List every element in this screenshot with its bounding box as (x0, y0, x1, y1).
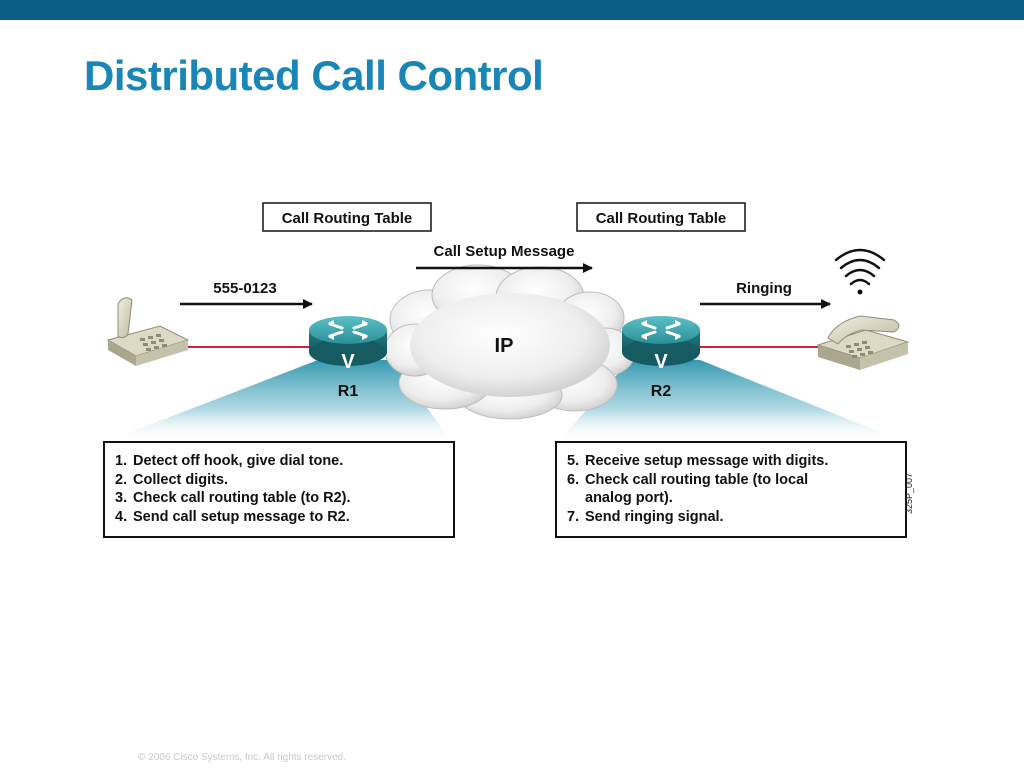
phone-left-icon (106, 297, 190, 366)
top-banner (0, 0, 1024, 20)
copyright-footer: © 2006 Cisco Systems, Inc. All rights re… (138, 752, 347, 763)
step-item: 3.Check call routing table (to R2). (115, 490, 351, 506)
routing-table-left-box (262, 202, 432, 232)
router-right-icon (622, 316, 700, 366)
setup-message-label: Call Setup Message (434, 243, 575, 260)
step-item: 1.Detect off hook, give dial tone. (115, 453, 344, 469)
r1-steps-box: 1.Detect off hook, give dial tone. 2.Col… (103, 441, 455, 538)
slide-title: Distributed Call Control (84, 52, 544, 99)
r2-steps-box: 5.Receive setup message with digits. 6.C… (555, 441, 907, 538)
router-right-glyph: V (654, 351, 668, 373)
phone-right-icon (816, 315, 910, 370)
step-item: 7.Send ringing signal. (567, 508, 724, 525)
step-item: 5.Receive setup message with digits. (567, 453, 829, 469)
step-item: 2.Collect digits. (115, 471, 229, 488)
r1-cone (105, 360, 452, 442)
routing-table-left-label: Call Routing Table (282, 210, 413, 227)
router-left-icon (309, 316, 387, 366)
r2-cone (558, 360, 905, 442)
routing-table-right-label: Call Routing Table (596, 210, 727, 227)
step-item: 4.Send call setup message to R2. (115, 508, 350, 525)
dialed-number-label: 555-0123 (213, 280, 276, 297)
ringing-label: Ringing (736, 280, 792, 297)
router-left-glyph: V (341, 351, 355, 373)
ringing-waves-icon (834, 248, 886, 295)
ip-cloud-label: IP (495, 335, 514, 357)
router-right-label: R2 (651, 383, 672, 400)
ip-cloud-icon (384, 264, 636, 420)
figure-code: 325P_007 (904, 472, 914, 514)
routing-table-right-box (576, 202, 746, 232)
step-item: 6.Check call routing table (to local ana… (567, 471, 809, 507)
router-left-label: R1 (338, 383, 359, 400)
